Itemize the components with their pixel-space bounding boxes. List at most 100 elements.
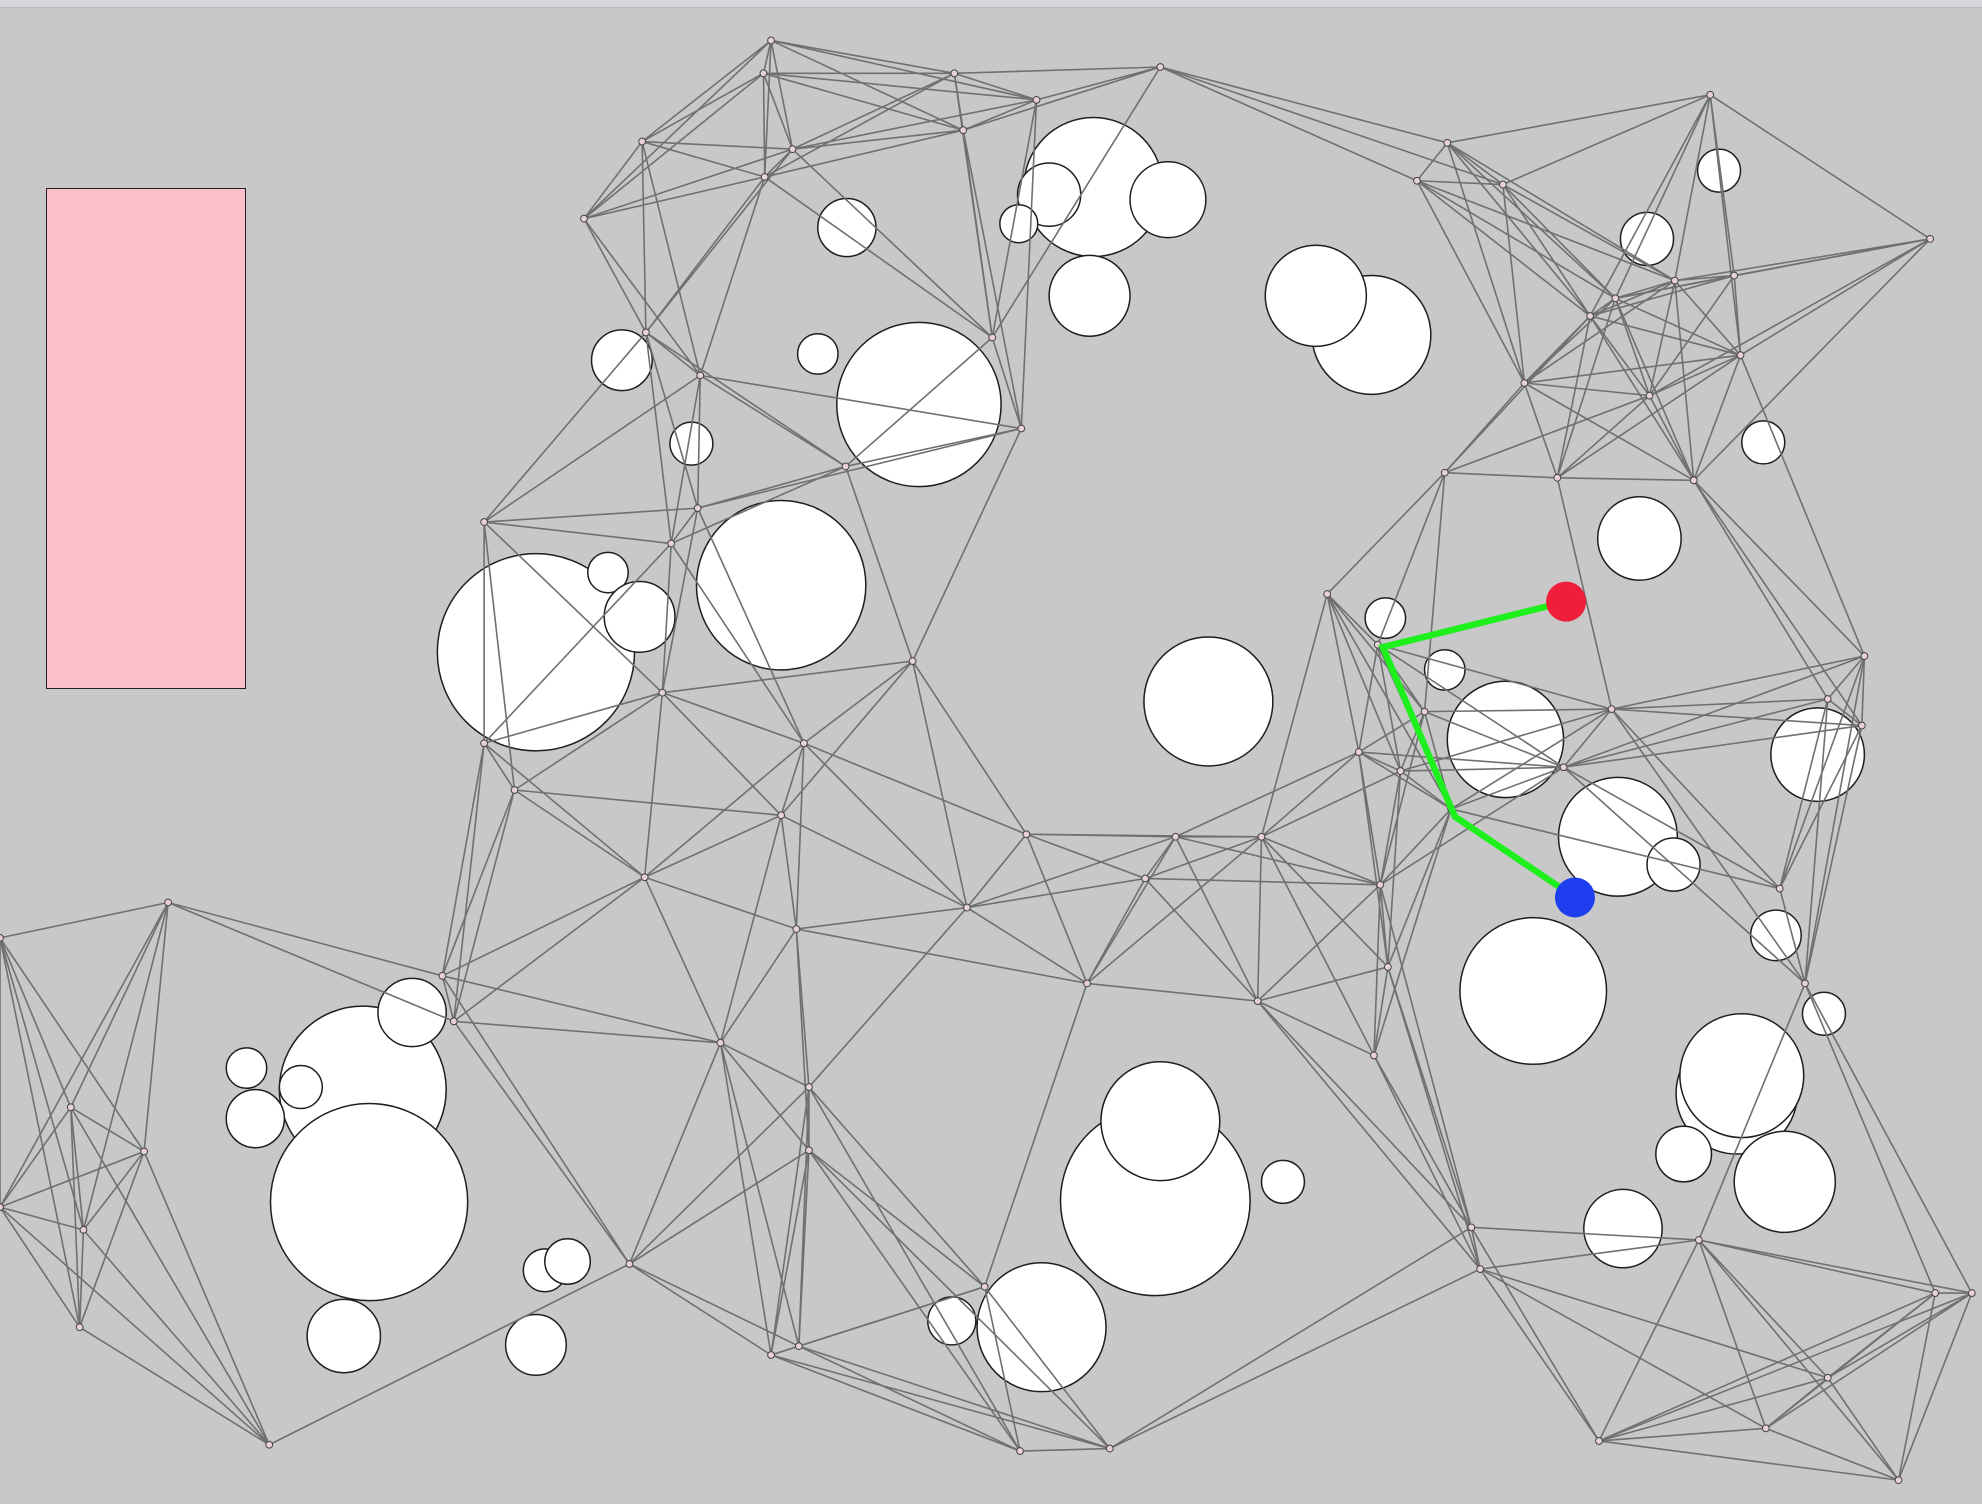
roadmap-edge: [1020, 99, 1038, 429]
roadmap-node: [438, 971, 447, 980]
roadmap-node: [480, 739, 489, 748]
roadmap-node: [480, 518, 489, 526]
roadmap-edge: [670, 375, 702, 544]
roadmap-edge: [984, 1286, 1111, 1450]
roadmap-node: [1694, 1236, 1703, 1244]
roadmap-edge: [991, 66, 1162, 338]
obstacle-circle: [1741, 420, 1786, 465]
roadmap-edge: [643, 876, 722, 1044]
roadmap-edge: [1693, 238, 1931, 481]
roadmap-edge: [1649, 238, 1931, 397]
roadmap-node: [767, 1351, 775, 1359]
roadmap-edge: [1261, 836, 1381, 886]
roadmap-edge: [1400, 770, 1452, 810]
roadmap-edge: [1502, 184, 1591, 317]
roadmap-edge: [483, 374, 701, 523]
pink-panel: [46, 188, 246, 689]
roadmap-edge: [670, 543, 805, 744]
roadmap-edge: [1827, 655, 1866, 700]
roadmap-edge: [452, 743, 485, 1022]
obstacle-circle: [1583, 1188, 1663, 1269]
roadmap-edge: [845, 427, 1022, 468]
roadmap-edge: [699, 374, 847, 468]
roadmap-edge: [770, 1086, 810, 1356]
roadmap-edge: [69, 1107, 85, 1230]
roadmap-edge: [1556, 477, 1613, 710]
obstacle-circle: [504, 1313, 568, 1376]
roadmap-edge: [792, 129, 964, 150]
roadmap-edge: [1698, 1239, 1767, 1429]
roadmap-edge: [1562, 708, 1613, 768]
roadmap-edge: [700, 374, 1022, 430]
roadmap-edge: [1589, 94, 1711, 317]
obstacle-circle: [269, 1102, 469, 1302]
roadmap-edge: [1379, 770, 1402, 885]
roadmap-edge: [762, 73, 766, 177]
roadmap-edge: [1358, 751, 1389, 968]
roadmap-edge: [661, 543, 672, 693]
roadmap-edge: [1257, 1000, 1375, 1057]
roadmap-node: [1105, 1444, 1114, 1453]
roadmap-edge: [792, 99, 1037, 150]
roadmap-edge: [1379, 808, 1452, 886]
roadmap-edge: [1589, 315, 1741, 356]
roadmap-edge: [1160, 66, 1418, 182]
roadmap-edge: [1379, 711, 1426, 885]
roadmap-edge: [644, 876, 797, 930]
roadmap-edge: [1674, 280, 1742, 356]
roadmap-edge: [441, 975, 631, 1265]
roadmap-edge: [1598, 1239, 1700, 1442]
roadmap-edge: [1765, 1427, 1899, 1481]
roadmap-node: [1016, 1447, 1024, 1455]
roadmap-edge: [70, 1106, 145, 1153]
roadmap-node: [1823, 1373, 1832, 1382]
roadmap-edge: [1174, 836, 1259, 1002]
roadmap-edge: [1446, 142, 1504, 186]
roadmap-edge: [1740, 238, 1931, 356]
roadmap-edge: [966, 906, 1088, 985]
roadmap-edge: [1523, 382, 1559, 479]
roadmap-edge: [1446, 142, 1676, 282]
roadmap-edge: [514, 692, 663, 791]
roadmap-edge: [1144, 836, 1262, 880]
roadmap-edge: [966, 836, 1176, 909]
roadmap-edge: [441, 789, 516, 977]
planned-path: [1378, 598, 1579, 901]
roadmap-node: [1894, 1476, 1903, 1485]
roadmap-edge: [1778, 888, 1806, 984]
roadmap-node: [1370, 1051, 1378, 1060]
roadmap-edge: [1109, 1268, 1481, 1450]
roadmap-node: [716, 1038, 725, 1047]
roadmap-edge: [720, 1042, 810, 1088]
roadmap-edge: [1649, 354, 1741, 397]
roadmap-edge: [798, 1285, 985, 1347]
roadmap-node: [1670, 276, 1679, 285]
roadmap-node: [760, 173, 769, 181]
roadmap-node: [1354, 748, 1363, 756]
roadmap-node: [1926, 234, 1935, 243]
obstacle-circle: [1260, 1159, 1306, 1205]
roadmap-edge: [1614, 297, 1695, 481]
roadmap-edge: [1326, 593, 1452, 810]
roadmap-edge: [583, 176, 765, 220]
roadmap-edge: [1778, 725, 1863, 889]
planned-path-layer: [1378, 598, 1579, 901]
roadmap-edge: [1614, 94, 1711, 299]
roadmap-edge: [1674, 280, 1695, 481]
roadmap-edge: [1175, 751, 1360, 838]
obstacle-circle: [225, 1088, 286, 1149]
roadmap-node: [1736, 351, 1745, 360]
roadmap-edge: [770, 39, 1037, 101]
roadmap-edge: [762, 73, 794, 150]
roadmap-edge: [645, 331, 701, 377]
roadmap-edge: [1698, 1239, 1936, 1294]
roadmap-edge: [514, 789, 782, 817]
roadmap-node: [800, 739, 808, 748]
roadmap-edge: [1257, 1000, 1472, 1228]
roadmap-edge: [1444, 471, 1558, 479]
roadmap-edge: [483, 742, 646, 878]
roadmap-edge: [1358, 644, 1379, 753]
roadmap-edge: [770, 40, 794, 150]
